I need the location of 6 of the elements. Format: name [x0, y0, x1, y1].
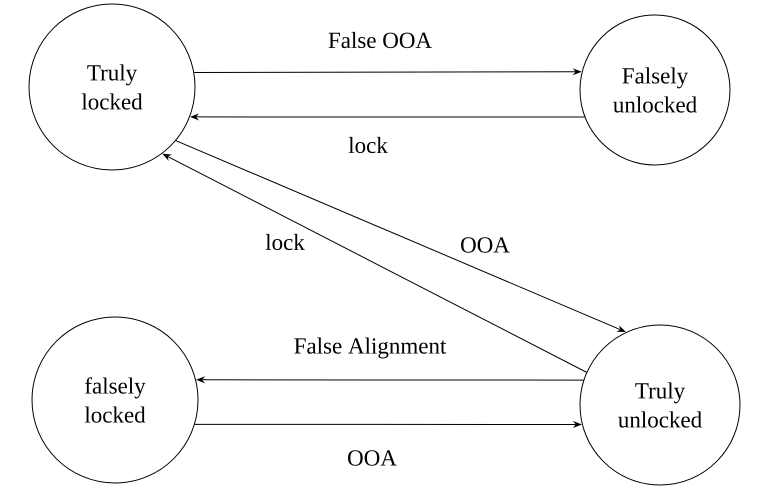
edge-label: False OOA [326, 30, 434, 50]
edge-label: OOA [459, 236, 511, 254]
edge-label: OOA [346, 449, 398, 467]
edge-label: False Alignment [292, 336, 448, 360]
edge-label: lock [347, 136, 389, 154]
edge-label: lock [264, 232, 306, 252]
